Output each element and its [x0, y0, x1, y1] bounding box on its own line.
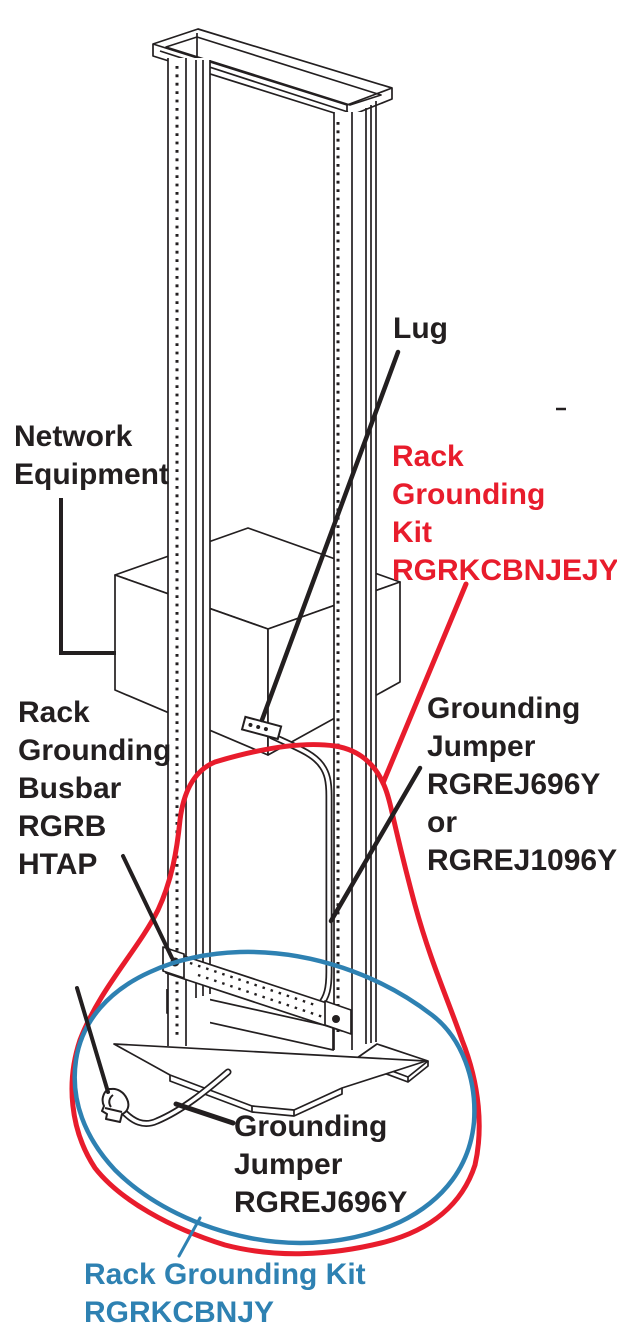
- label-line: Kit: [392, 516, 432, 549]
- label-line: Grounding: [392, 478, 546, 511]
- jumper-right-leader-line: [328, 765, 423, 924]
- label-line: Busbar: [18, 772, 122, 805]
- label-line: Grounding: [18, 734, 172, 767]
- label-rack-grounding-kit-red: Rack Grounding Kit RGRKCBNJEJY: [392, 438, 617, 590]
- label-rack-grounding-kit-blue: Rack Grounding Kit RGRKCBNJY: [84, 1256, 366, 1332]
- label-line: RGREJ696Y: [234, 1186, 408, 1219]
- label-line: Grounding: [234, 1110, 388, 1143]
- label-line: Rack Grounding Kit: [84, 1258, 366, 1291]
- right-post: [333, 101, 377, 1050]
- htap-jumper-cable: [118, 1068, 232, 1127]
- label-line: RGREJ696Y: [427, 768, 601, 801]
- rack-base-skirt: [113, 1043, 427, 1117]
- blue-kit-leader: [177, 1216, 202, 1258]
- label-network-equipment: Network Equipment: [14, 418, 169, 494]
- label-lug: Lug: [393, 312, 448, 345]
- lug-leader-line: [259, 349, 401, 723]
- red-kit-leader: [380, 581, 469, 786]
- label-htap: HTAP: [18, 848, 98, 881]
- label-line: RGRKCBNJEJY: [392, 554, 617, 587]
- label-line: Jumper: [427, 730, 536, 763]
- label-line: RGRB: [18, 810, 107, 843]
- busbar-bolt: [332, 1015, 340, 1023]
- label-line: Rack: [392, 440, 464, 473]
- label-grounding-jumper-right: Grounding Jumper RGREJ696Y or RGREJ1096Y: [427, 690, 617, 880]
- red-kit-outline: [69, 742, 482, 1257]
- lug-jumper-cable: [268, 732, 333, 1014]
- label-line: Network: [14, 420, 133, 453]
- htap-leader-line: [75, 986, 110, 1094]
- label-line: Jumper: [234, 1148, 343, 1181]
- label-line: RGREJ1096Y: [427, 844, 617, 877]
- blue-kit-outline: [72, 949, 477, 1246]
- jumper-bottom-leader-line: [173, 1101, 236, 1126]
- label-line: RGRKCBNJY: [84, 1296, 275, 1329]
- label-line: Grounding: [427, 692, 581, 725]
- busbar-leader-line: [121, 854, 174, 960]
- left-post: [167, 58, 211, 1046]
- label-line: Equipment: [14, 458, 169, 491]
- htap-connector: [101, 1087, 130, 1123]
- label-line: Rack: [18, 696, 90, 729]
- label-grounding-jumper-bottom: Grounding Jumper RGREJ696Y: [234, 1108, 407, 1222]
- label-line: or: [427, 806, 457, 839]
- network-equipment-leader-line: [59, 498, 116, 655]
- label-rack-grounding-busbar: Rack Grounding Busbar RGRB: [18, 694, 171, 846]
